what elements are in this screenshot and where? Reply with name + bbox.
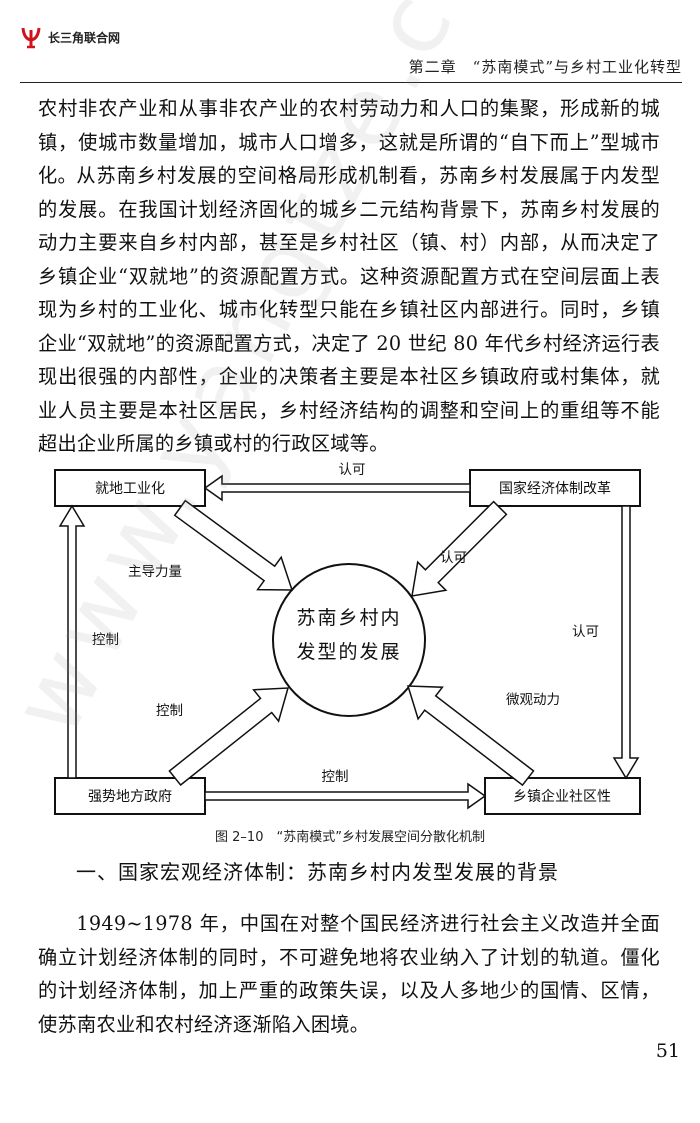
arrow-bottom-left-to-center <box>168 687 290 787</box>
arrow-top-left-to-center <box>173 499 294 591</box>
arrow-bottom-right-to-center <box>406 685 535 787</box>
mechanism-diagram: 苏南乡村内 发型的发展 就地工业化 国家经济体制改革 强势地方政府 乡镇企业社区… <box>54 462 641 815</box>
arrow-right <box>612 505 640 780</box>
page-number: 51 <box>655 1040 680 1062</box>
box-top-left: 就地工业化 <box>54 469 206 507</box>
paragraph-3-text: 1949~1978 年，中国在对整个国民经济进行社会主义改造并全面确立计划经济体… <box>38 912 660 1036</box>
paragraph-1: 农村非农产业和从事非农产业的农村劳动力和人口的集聚，形成新的城镇，使城市数量增加… <box>38 92 660 193</box>
diagonal-arrows <box>168 499 535 787</box>
edge-label-right: 认可 <box>572 624 599 640</box>
edge-label-left: 控制 <box>92 632 119 648</box>
box-top-right-label: 国家经济体制改革 <box>499 480 611 497</box>
box-top-right: 国家经济体制改革 <box>469 469 641 507</box>
running-head: 第二章 “苏南模式”与乡村工业化转型 <box>408 58 682 76</box>
edge-label-top: 认可 <box>339 462 366 478</box>
edge-label-bottom-left-to-center: 控制 <box>156 703 183 719</box>
arrow-top <box>203 474 471 502</box>
box-bottom-right: 乡镇企业社区性 <box>484 777 641 815</box>
section-heading: 一、国家宏观经济体制：苏南乡村内发型发展的背景 <box>76 860 559 884</box>
arrow-top-right-to-center <box>411 500 508 597</box>
paragraph-2-text: 从苏南乡村发展的空间格局形成机制看，苏南乡村发展属于内发型的发展。在我国计划经济… <box>38 164 661 455</box>
arrow-bottom <box>204 782 487 810</box>
arrow-left <box>58 504 86 779</box>
center-label-line2: 发型的发展 <box>296 641 401 663</box>
diagram-figure: 苏南乡村内 发型的发展 就地工业化 国家经济体制改革 强势地方政府 乡镇企业社区… <box>0 448 700 828</box>
logo-text: 长三角联合网 <box>48 30 121 45</box>
edge-label-top-right-to-center: 认可 <box>440 550 467 566</box>
center-label-line1: 苏南乡村内 <box>296 607 401 629</box>
figure-caption: 图 2–10 “苏南模式”乡村发展空间分散化机制 <box>215 830 485 845</box>
edge-label-bottom-right-to-center: 微观动力 <box>506 692 560 708</box>
site-logo: 长三角联合网 <box>20 24 120 50</box>
center-circle <box>272 563 426 717</box>
paragraph-3: 1949~1978 年，中国在对整个国民经济进行社会主义改造并全面确立计划经济体… <box>38 907 660 1041</box>
paragraph-1-text: 农村非农产业和从事非农产业的农村劳动力和人口的集聚，形成新的城镇，使城市数量增加… <box>38 97 660 187</box>
header-rule <box>20 82 682 83</box>
edge-label-bottom: 控制 <box>322 769 349 785</box>
logo-icon <box>21 27 41 49</box>
edge-label-top-left-to-center: 主导力量 <box>128 564 182 580</box>
box-top-left-label: 就地工业化 <box>95 481 165 497</box>
paragraph-2: 从苏南乡村发展的空间格局形成机制看，苏南乡村发展属于内发型的发展。在我国计划经济… <box>38 159 660 461</box>
box-bottom-left-label: 强势地方政府 <box>88 789 172 805</box>
box-bottom-right-label: 乡镇企业社区性 <box>513 788 611 805</box>
